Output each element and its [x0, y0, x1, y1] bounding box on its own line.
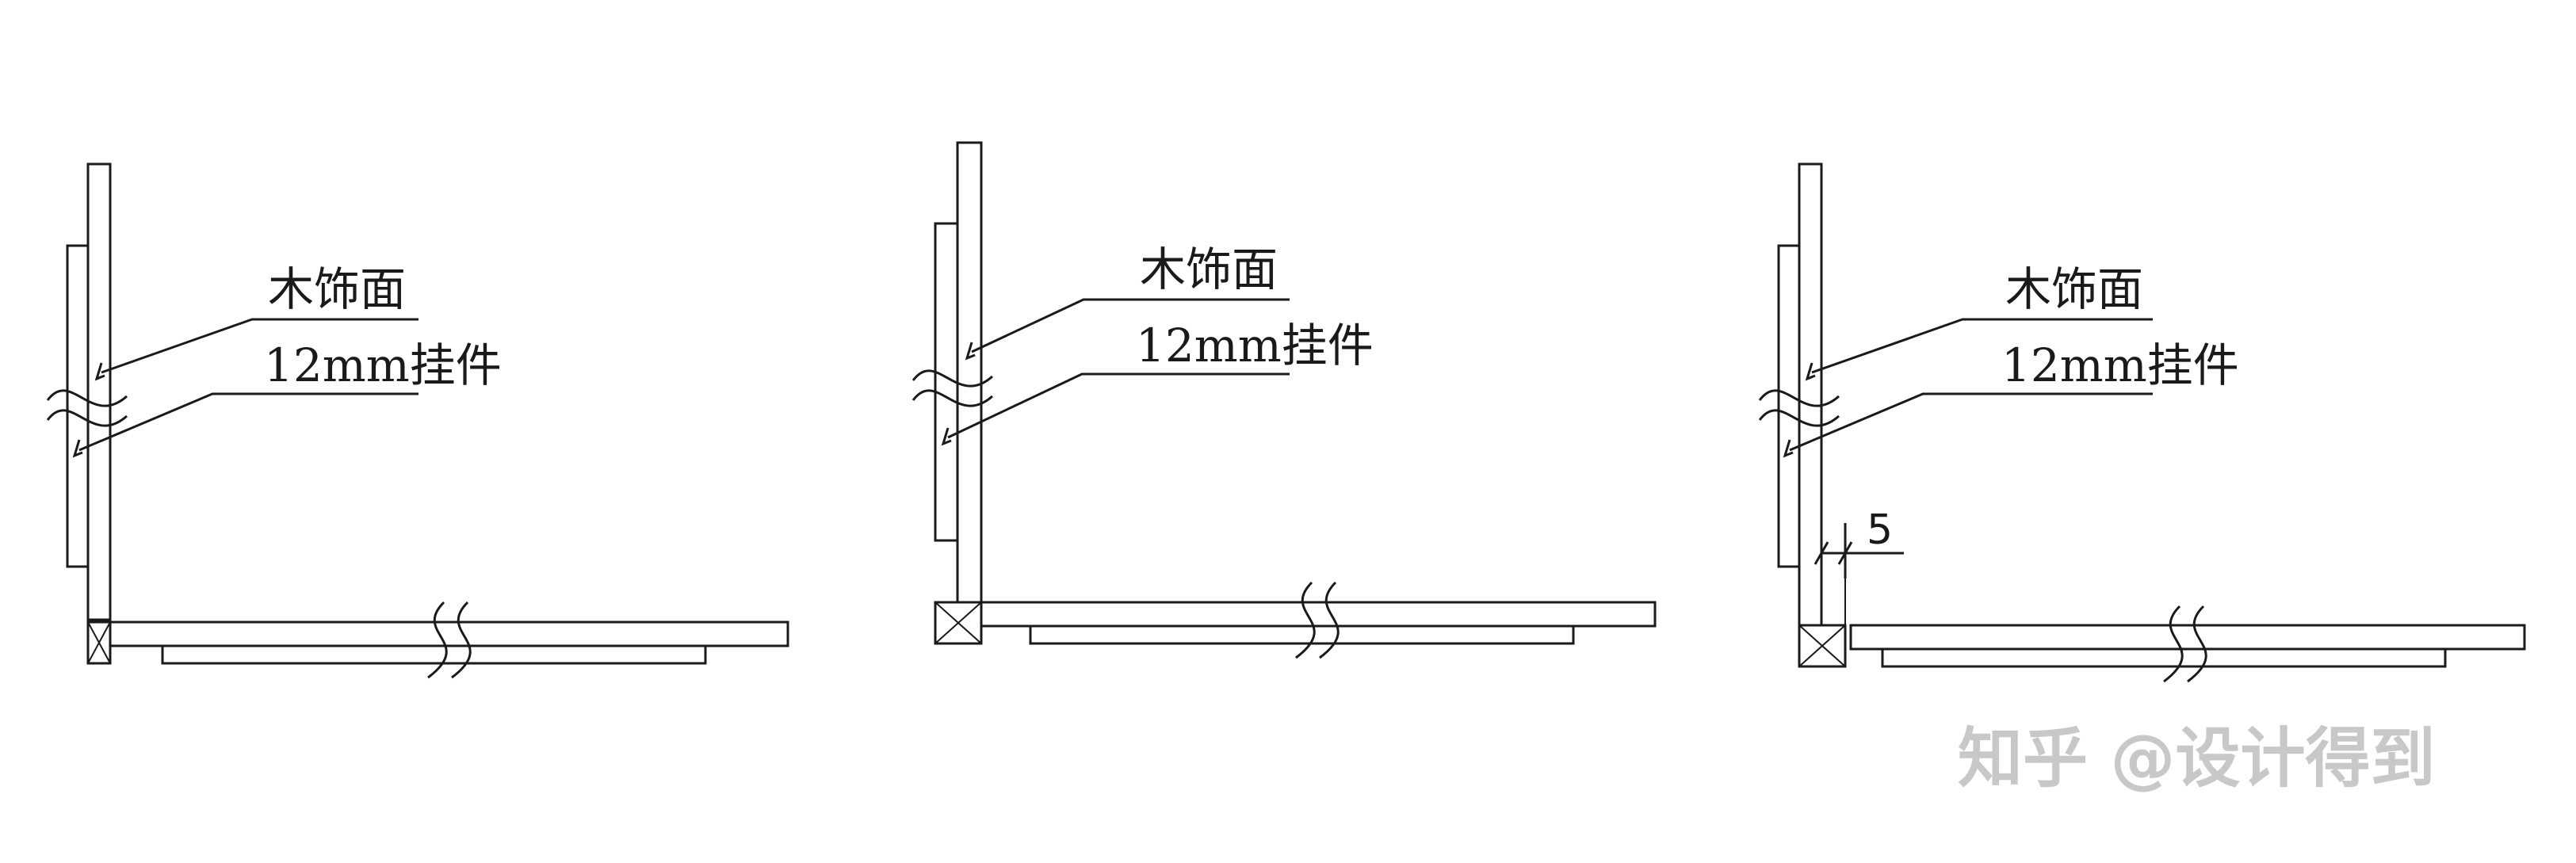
break-mark-floor	[2163, 605, 2207, 683]
break-mark-floor	[1295, 581, 1340, 659]
floor-slab	[980, 601, 1657, 628]
corner-block-hatch	[1798, 624, 1846, 667]
label-finish: 木饰面	[2005, 262, 2143, 316]
leader-finish	[1811, 318, 2153, 374]
corner-block-hatch	[934, 601, 982, 644]
wall-board	[86, 162, 112, 621]
wall-board	[1798, 162, 1823, 627]
leader-hanger	[78, 392, 419, 452]
wood-veneer-panel	[1777, 244, 1801, 568]
hanger-clip-1	[1805, 362, 1816, 381]
label-hanger: 12mm挂件	[2001, 338, 2239, 392]
detail-panel-1: 木饰面 12mm挂件	[46, 162, 789, 679]
label-hanger: 12mm挂件	[264, 338, 502, 392]
corner-block	[1798, 624, 1847, 668]
label-finish: 木饰面	[268, 262, 406, 316]
floor-veneer	[1029, 624, 1575, 645]
break-mark-floor	[427, 601, 472, 679]
hanger-clip-2	[941, 427, 952, 446]
watermark-text: 知乎 @设计得到	[1958, 721, 2436, 796]
break-mark-wall	[1758, 389, 1840, 427]
corner-block	[86, 621, 112, 665]
hanger-clip-1	[965, 342, 976, 361]
dimension-line	[1814, 523, 1904, 579]
wood-veneer-panel	[66, 244, 90, 568]
floor-slab	[1849, 624, 2526, 651]
corner-block-hatch	[87, 621, 111, 664]
dimension-value: 5	[1867, 506, 1893, 554]
leader-finish	[101, 318, 419, 374]
label-finish: 木饰面	[1140, 242, 1278, 296]
detail-panel-3: 木饰面 12mm挂件 5	[1758, 162, 2526, 683]
wall-board	[956, 141, 983, 604]
detail-panel-2: 木饰面 12mm挂件	[912, 141, 1657, 659]
leader-hanger	[947, 372, 1290, 439]
break-mark-wall	[912, 369, 993, 407]
corner-block	[934, 601, 983, 645]
floor-veneer	[1881, 647, 2447, 668]
hanger-clip-2	[1783, 439, 1794, 458]
hanger-clip-2	[72, 439, 83, 458]
leader-hanger	[1789, 392, 2153, 452]
leader-finish	[971, 298, 1290, 353]
floor-veneer	[161, 644, 707, 665]
break-mark-wall	[46, 389, 128, 427]
hanger-clip-1	[94, 362, 105, 381]
label-hanger: 12mm挂件	[1136, 319, 1374, 372]
floor-slab	[109, 621, 789, 647]
